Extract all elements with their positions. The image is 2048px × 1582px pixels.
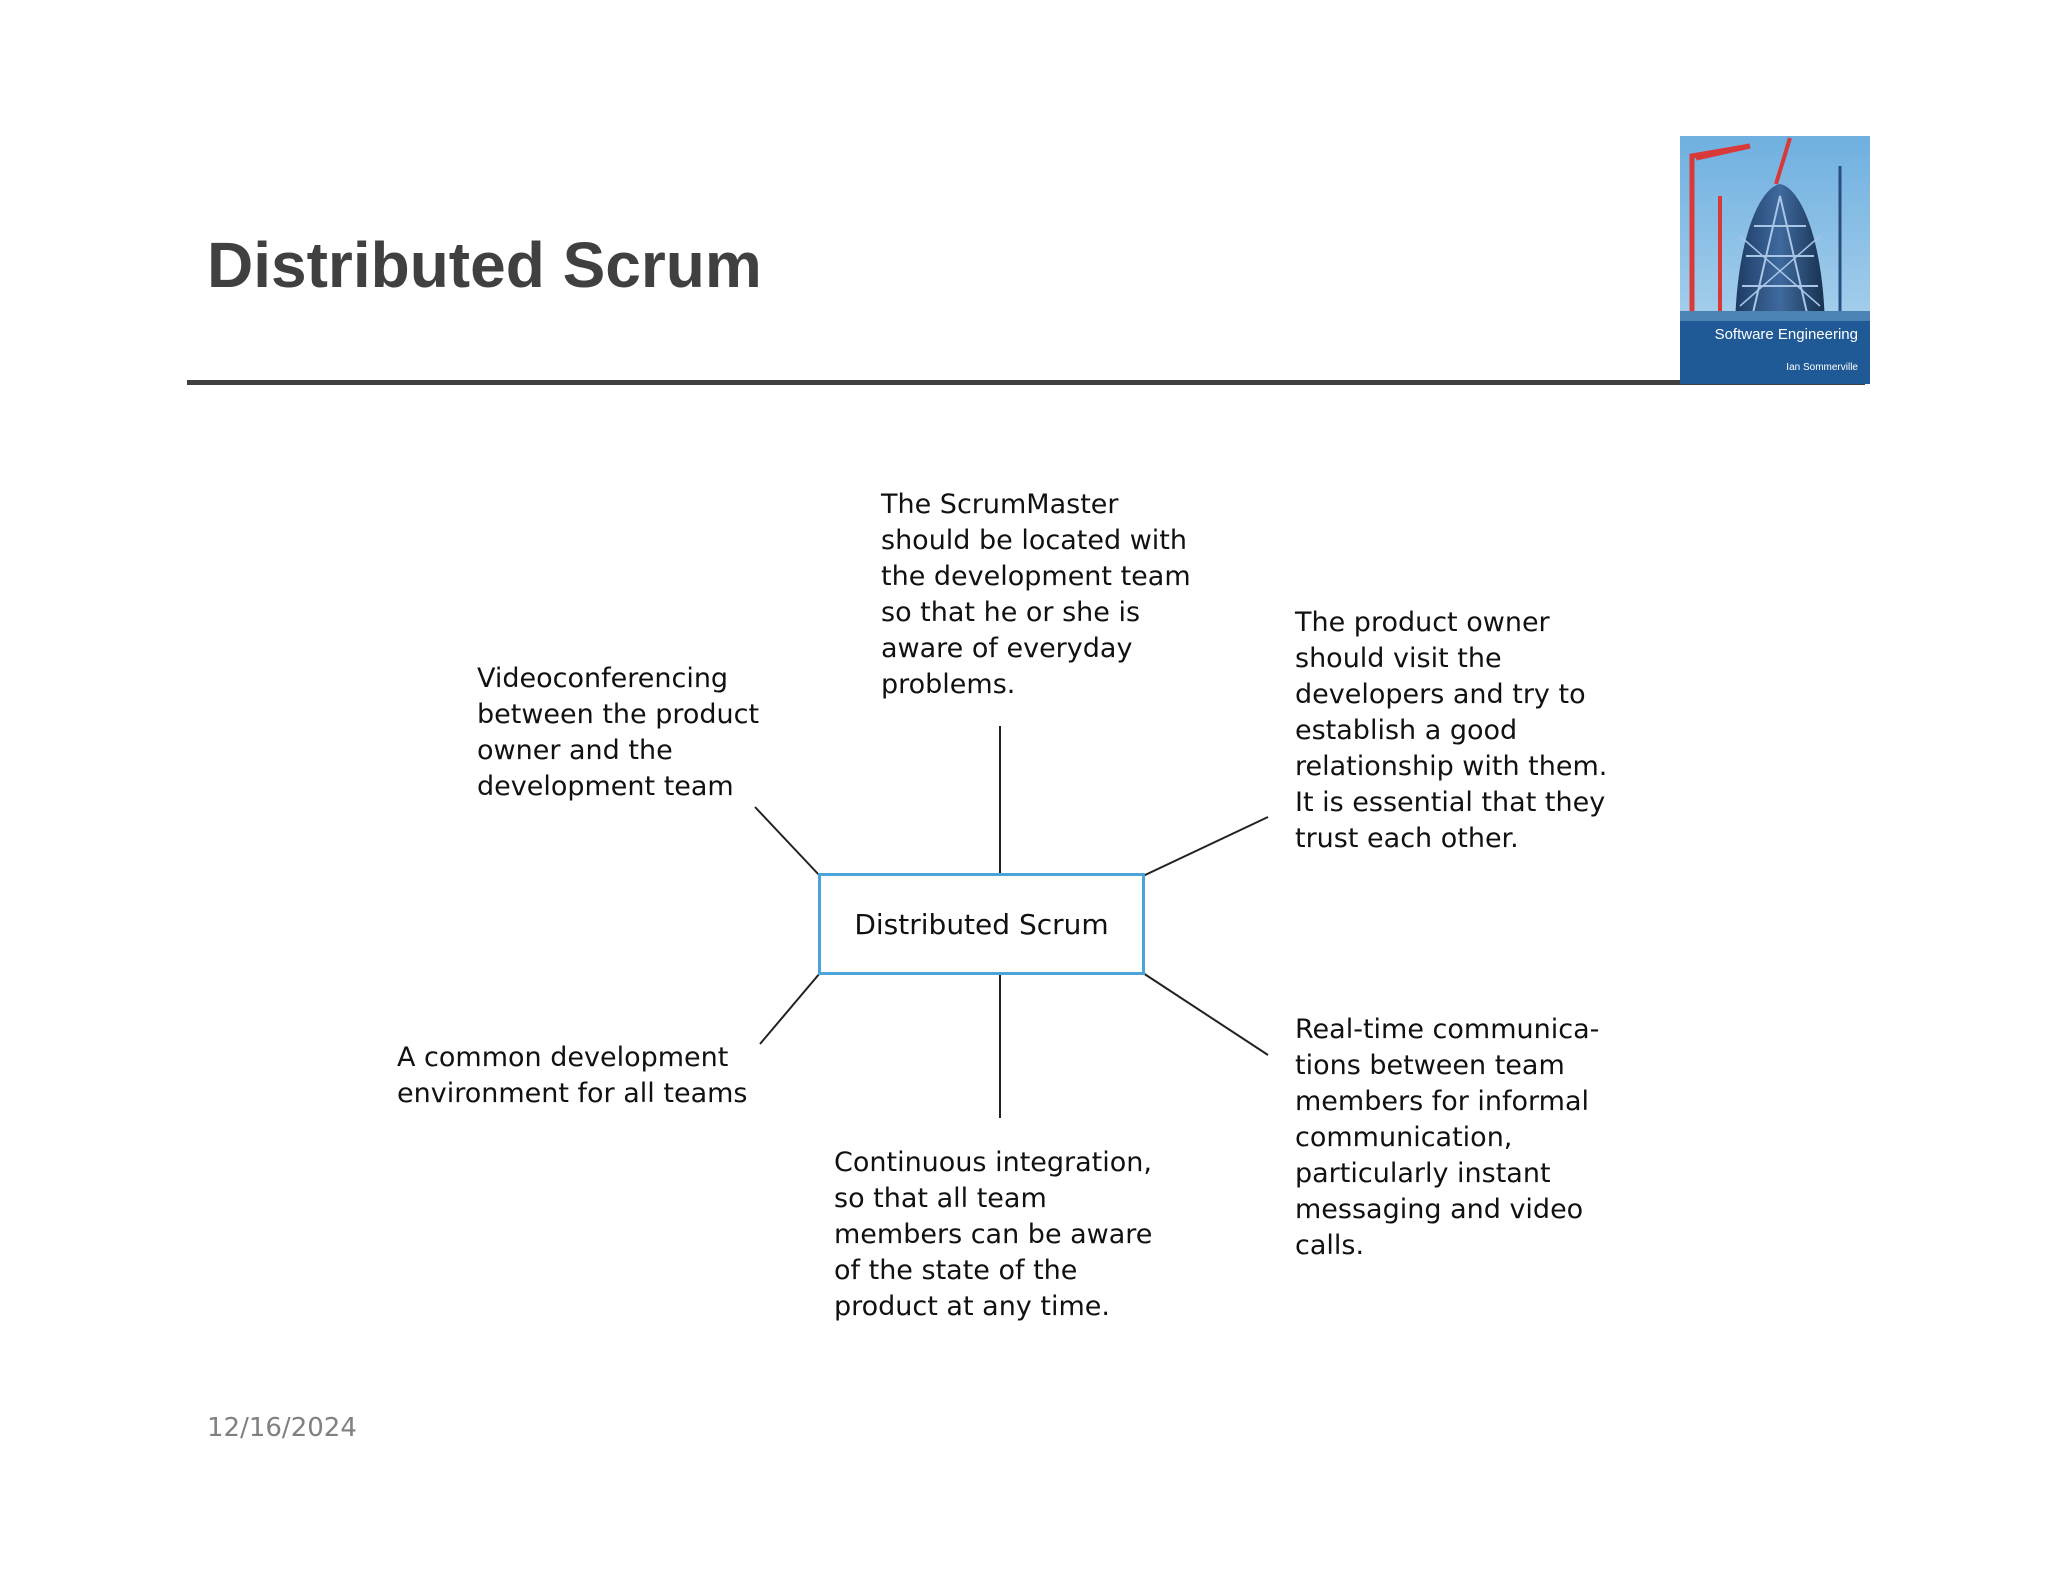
node-common-environment: A common development environment for all…: [397, 1042, 748, 1109]
connector-top-right: [1142, 816, 1269, 877]
connector-top-left: [754, 806, 821, 877]
connector-bottom-right: [1142, 972, 1269, 1056]
central-node-label: Distributed Scrum: [854, 907, 1109, 941]
node-continuous-integration: Continuous integration, so that all team…: [834, 1147, 1153, 1322]
node-real-time-communications: Real-time communica- tions between team …: [1295, 1014, 1600, 1261]
book-cover-author: Ian Sommerville: [1786, 362, 1858, 373]
title-divider: [187, 380, 1865, 385]
slide-date: 12/16/2024: [207, 1413, 357, 1443]
slide-title: Distributed Scrum: [207, 229, 762, 301]
connector-bottom-left: [759, 972, 821, 1045]
central-node: Distributed Scrum: [818, 873, 1145, 975]
node-scrummaster: The ScrumMaster should be located with t…: [881, 489, 1191, 700]
node-product-owner: The product owner should visit the devel…: [1295, 607, 1608, 854]
book-cover-title: Software Engineering: [1714, 326, 1858, 343]
book-cover-image: Software Engineering Ian Sommerville: [1680, 136, 1870, 384]
book-cover-illustration: [1680, 136, 1870, 384]
node-videoconferencing: Videoconferencing between the product ow…: [477, 663, 760, 802]
